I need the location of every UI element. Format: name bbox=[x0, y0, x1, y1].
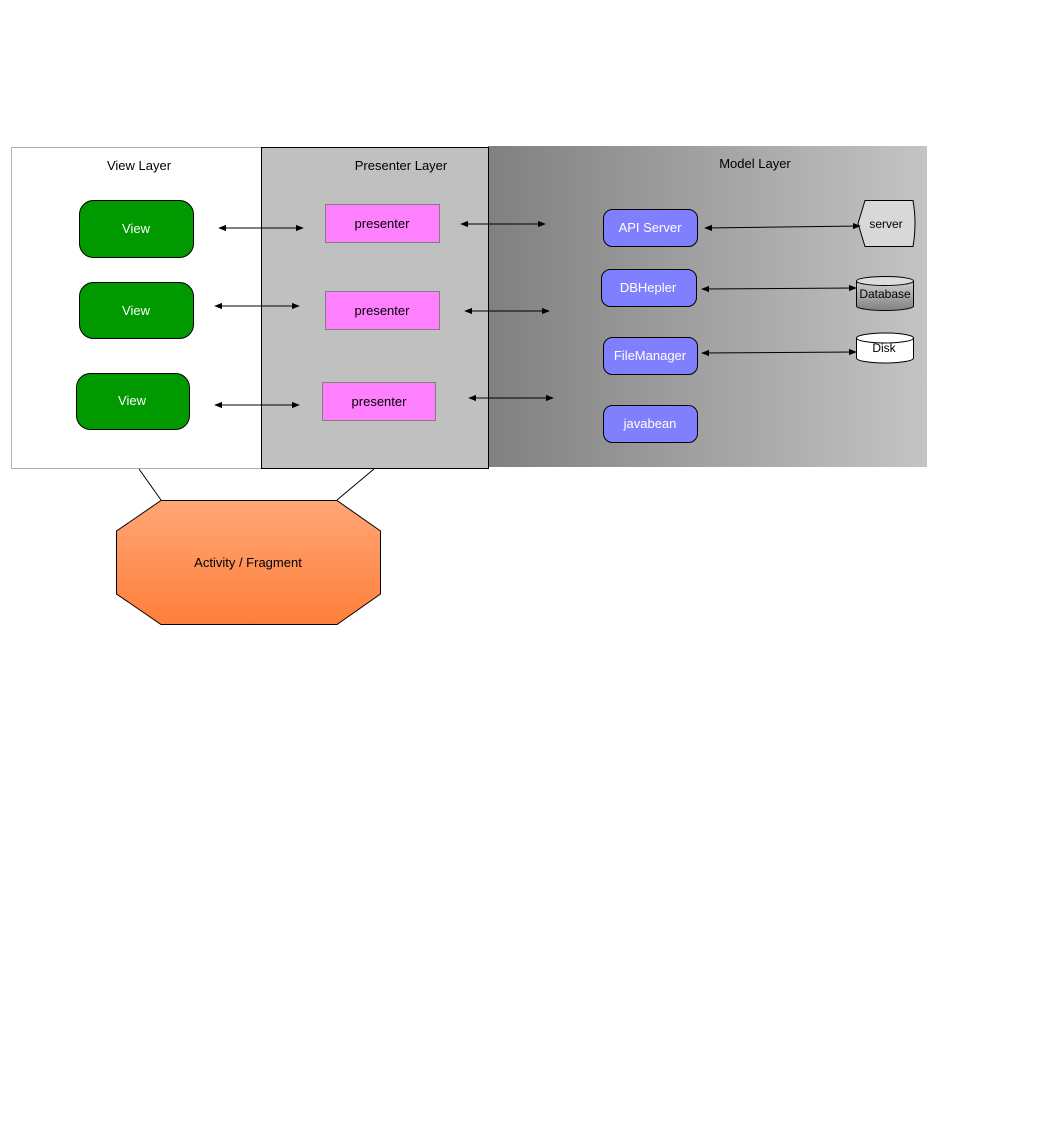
activity-connector-left bbox=[138, 468, 162, 501]
presenter-box-3-label: presenter bbox=[352, 394, 408, 409]
javabean-label: javabean bbox=[623, 416, 677, 431]
server-label: server bbox=[869, 217, 902, 231]
api-server-label: API Server bbox=[619, 220, 683, 235]
presenter-box-1-label: presenter bbox=[355, 216, 411, 231]
view-layer-title: View Layer bbox=[107, 158, 172, 173]
arrow-dbhelper-database bbox=[701, 284, 857, 293]
activity-connector-right bbox=[336, 468, 375, 501]
arrow-api-server bbox=[704, 222, 861, 232]
filemanager-label: FileManager bbox=[614, 348, 687, 363]
server-shape: server bbox=[857, 200, 916, 247]
view-box-3-label: View bbox=[118, 393, 147, 408]
disk-cylinder: Disk bbox=[856, 332, 914, 364]
filemanager-box: FileManager bbox=[603, 337, 698, 375]
javabean-box: javabean bbox=[603, 405, 698, 443]
dbhelper-box: DBHepler bbox=[601, 269, 697, 307]
api-server-box: API Server bbox=[603, 209, 698, 247]
database-cylinder: Database bbox=[856, 276, 914, 311]
disk-label: Disk bbox=[872, 341, 896, 355]
view-box-1: View bbox=[79, 200, 194, 258]
view-box-2: View bbox=[79, 282, 194, 339]
activity-fragment-label: Activity / Fragment bbox=[194, 555, 302, 570]
view-box-1-label: View bbox=[122, 221, 151, 236]
activity-fragment-shape: Activity / Fragment bbox=[116, 500, 381, 625]
view-box-3: View bbox=[76, 373, 190, 430]
presenter-box-3: presenter bbox=[322, 382, 436, 421]
presenter-layer-title: Presenter Layer bbox=[355, 158, 448, 173]
dbhelper-label: DBHepler bbox=[620, 280, 677, 295]
presenter-box-2-label: presenter bbox=[355, 303, 411, 318]
model-layer-panel bbox=[488, 146, 927, 467]
model-layer-title: Model Layer bbox=[719, 156, 791, 171]
view-box-2-label: View bbox=[122, 303, 151, 318]
presenter-box-1: presenter bbox=[325, 204, 440, 243]
database-label: Database bbox=[859, 287, 911, 301]
presenter-box-2: presenter bbox=[325, 291, 440, 330]
arrow-filemanager-disk bbox=[701, 348, 857, 357]
